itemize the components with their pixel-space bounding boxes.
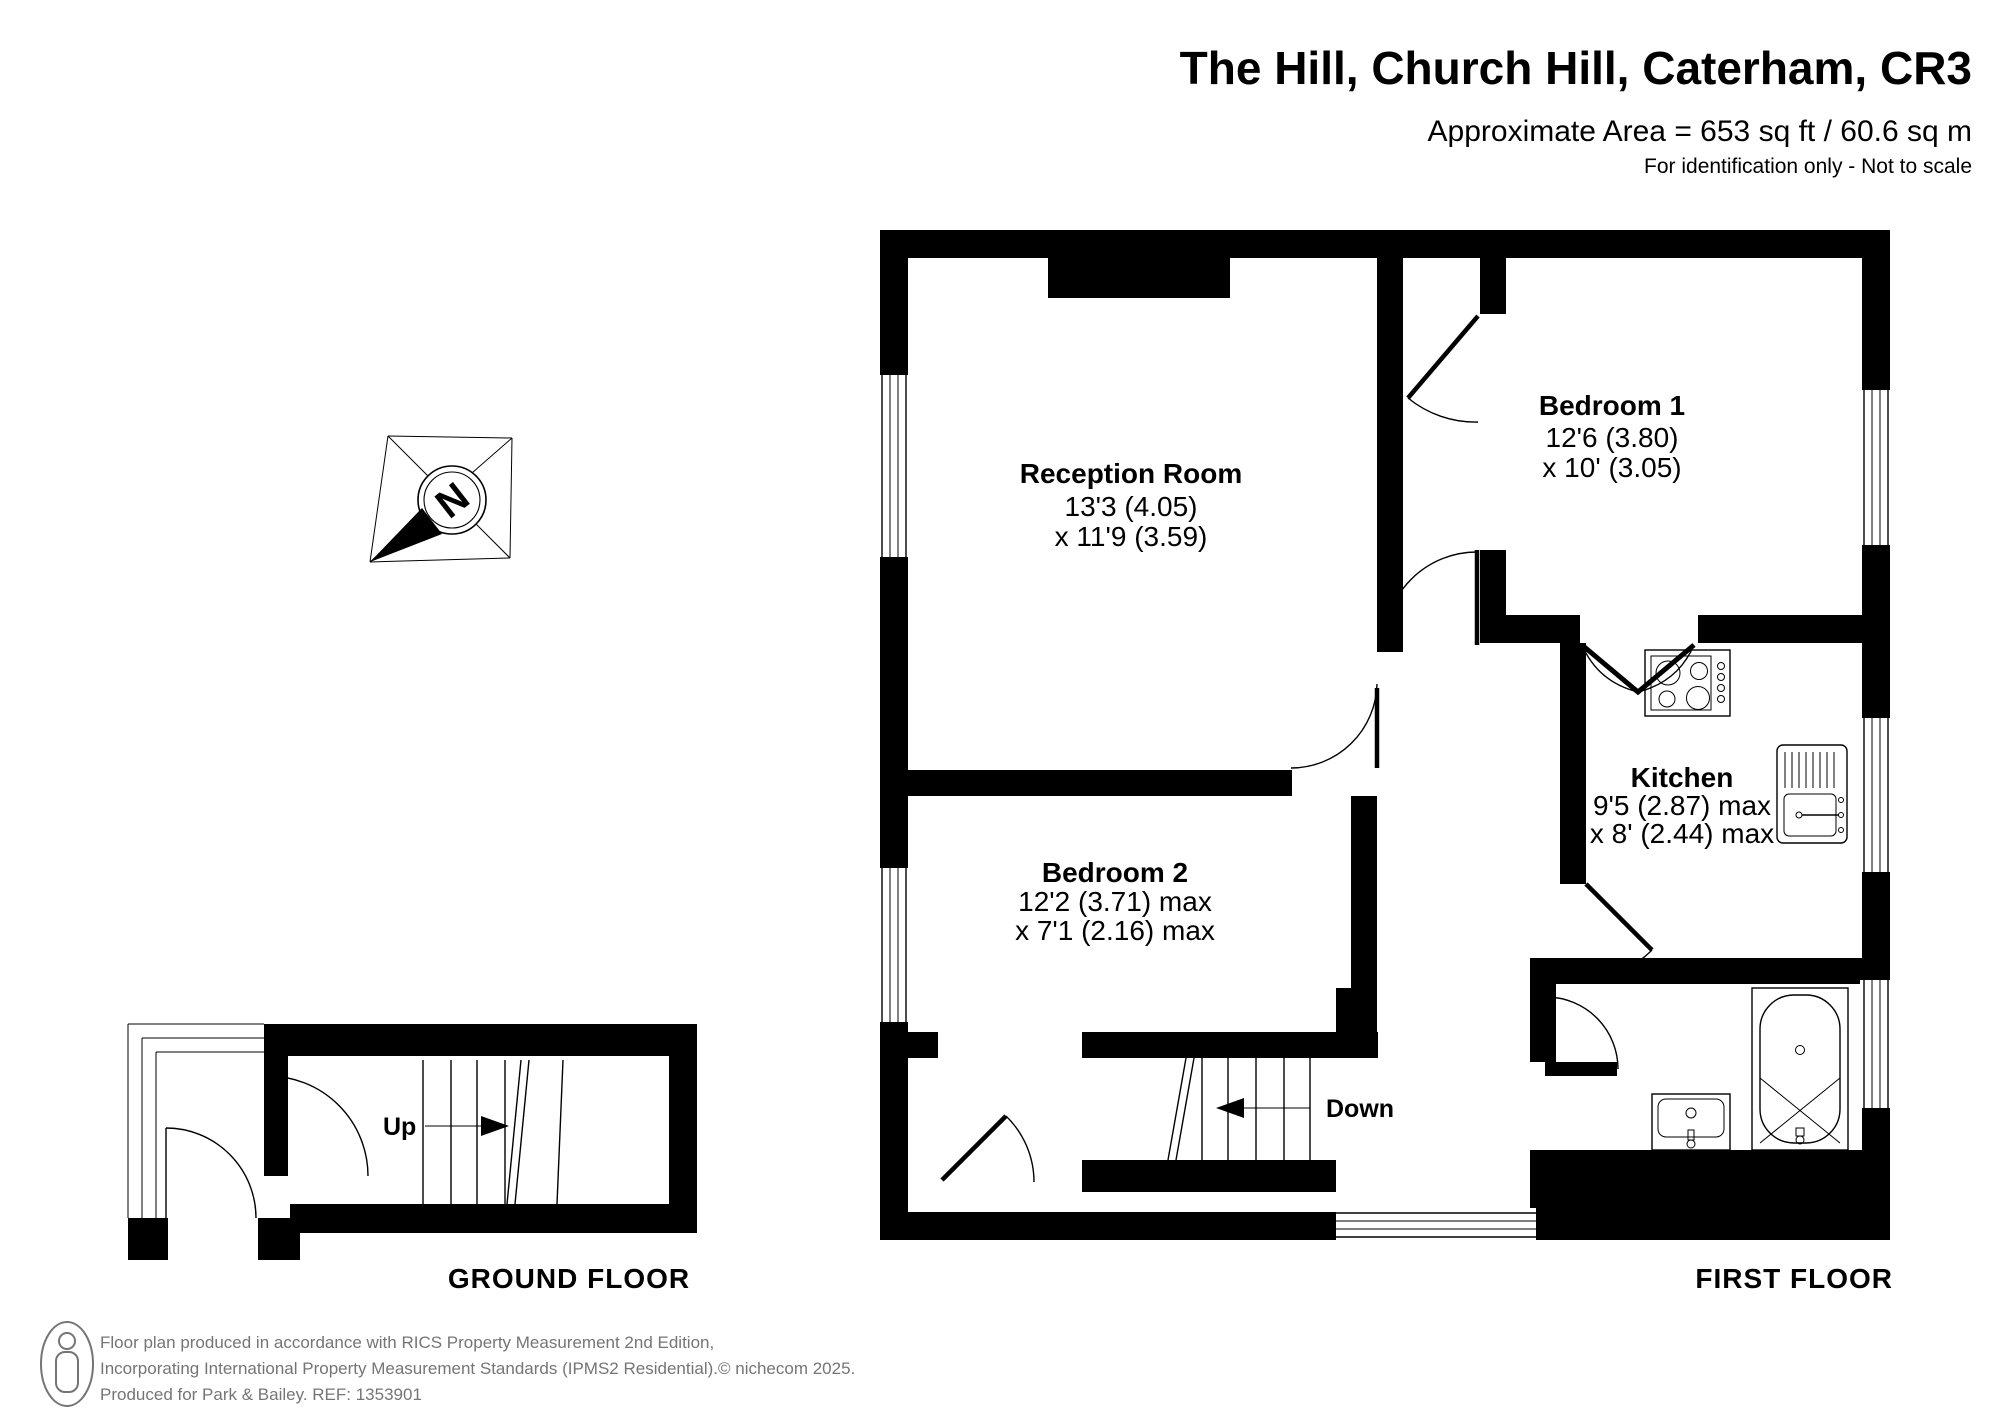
- wall-top: [880, 230, 1890, 258]
- footer-line2: Incorporating International Property Mea…: [100, 1359, 718, 1378]
- header-block: The Hill, Church Hill, Caterham, CR3 App…: [1180, 42, 1972, 178]
- door-bedroom1: [1406, 314, 1480, 423]
- door-kitchen-bifold: [1580, 643, 1696, 696]
- up-arrow: [481, 1116, 509, 1136]
- footer-copyright: © nichecom 2025.: [718, 1359, 855, 1378]
- wall-kitchen-bathroom: [1530, 958, 1862, 984]
- gf-door-entrance: [165, 1127, 257, 1219]
- kitchen-dim1: 9'5 (2.87) max: [1593, 790, 1771, 821]
- staircase-first-floor: Down: [1167, 1057, 1394, 1161]
- wall-bedroom1-stub-top: [1480, 258, 1506, 314]
- window-landing-bottom: [1336, 1208, 1536, 1244]
- window-bedroom1-right: [1860, 390, 1892, 545]
- bedroom1-dim1: 12'6 (3.80): [1546, 422, 1679, 453]
- footer-line1: Floor plan produced in accordance with R…: [100, 1333, 714, 1352]
- bedroom1-label: Bedroom 1 12'6 (3.80) x 10' (3.05): [1539, 390, 1685, 483]
- door-landing: [1383, 550, 1480, 646]
- bath-icon: [1751, 987, 1849, 1151]
- bedroom1-name: Bedroom 1: [1539, 390, 1685, 421]
- bedroom2-label: Bedroom 2 12'2 (3.71) max x 7'1 (2.16) m…: [1015, 857, 1215, 946]
- reception-room-label: Reception Room 13'3 (4.05) x 11'9 (3.59): [1020, 458, 1242, 552]
- down-arrow: [1216, 1098, 1244, 1118]
- wall-kitchen-left: [1560, 643, 1586, 884]
- kitchen-name: Kitchen: [1631, 762, 1734, 793]
- gf-wall-stub: [264, 1056, 288, 1176]
- wall-bedroom1-bottom-left: [1480, 615, 1580, 643]
- gf-door-inner: [267, 1075, 369, 1177]
- footer-line3: Produced for Park & Bailey. REF: 1353901: [100, 1385, 422, 1404]
- gf-wall-top: [264, 1024, 697, 1056]
- door-kitchen: [1584, 882, 1654, 979]
- approximate-area: Approximate Area = 653 sq ft / 60.6 sq m: [1428, 115, 1972, 148]
- wall-stair-band: [1082, 1160, 1336, 1192]
- sink-icon: [1776, 744, 1848, 844]
- chimney-breast: [1048, 258, 1230, 298]
- window-reception-left: [878, 375, 910, 557]
- window-bedroom2-left: [878, 868, 910, 1022]
- ground-floor-label: GROUND FLOOR: [448, 1263, 690, 1294]
- gf-post-left: [128, 1218, 168, 1260]
- down-label: Down: [1326, 1095, 1394, 1123]
- first-floor-plan: Down: [878, 230, 1893, 1294]
- first-floor-label: FIRST FLOOR: [1695, 1263, 1893, 1294]
- basin-icon: [1651, 1093, 1731, 1151]
- staircase-ground-floor: Up: [383, 1059, 564, 1205]
- footer-block: Floor plan produced in accordance with R…: [40, 1321, 855, 1407]
- gf-post-right: [258, 1218, 300, 1260]
- up-label: Up: [383, 1113, 416, 1141]
- bedroom2-dim1: 12'2 (3.71) max: [1018, 886, 1212, 917]
- door-bathroom: [1545, 996, 1619, 1076]
- ground-floor-plan: Up GROUND FLOOR: [127, 1023, 697, 1294]
- compass-rose: N: [369, 435, 513, 563]
- wall-reception-bedroom2: [908, 770, 1292, 796]
- wall-bathroom-left-upper: [1530, 984, 1556, 1062]
- reception-room-dim2: x 11'9 (3.59): [1055, 521, 1208, 552]
- reception-room-name: Reception Room: [1020, 458, 1242, 489]
- person-icon: [40, 1321, 94, 1407]
- page-title: The Hill, Church Hill, Caterham, CR3: [1180, 42, 1972, 94]
- hob-icon: [1644, 649, 1731, 717]
- wall-bedroom1-bottom-right: [1698, 615, 1862, 643]
- scale-note: For identification only - Not to scale: [1644, 155, 1972, 178]
- gf-wall-bottom: [290, 1204, 697, 1233]
- gf-wall-right: [669, 1024, 697, 1233]
- bedroom2-dim2: x 7'1 (2.16) max: [1015, 915, 1215, 946]
- north-arrow: [370, 508, 442, 562]
- window-bathroom-right: [1860, 980, 1892, 1108]
- wall-stair-top-left: [908, 1032, 938, 1058]
- bedroom1-dim2: x 10' (3.05): [1542, 452, 1681, 483]
- reception-room-dim1: 13'3 (4.05): [1065, 491, 1198, 522]
- door-reception: [1290, 683, 1380, 769]
- kitchen-dim2: x 8' (2.44) max: [1590, 818, 1774, 849]
- bedroom2-name: Bedroom 2: [1042, 857, 1188, 888]
- kitchen-label: Kitchen 9'5 (2.87) max x 8' (2.44) max: [1590, 762, 1774, 849]
- wall-stair-top-right: [1082, 1032, 1378, 1058]
- wall-bathroom-bottom: [1530, 1150, 1862, 1212]
- wall-reception-landing: [1377, 258, 1403, 652]
- door-bedroom2: [940, 1114, 1035, 1183]
- window-kitchen-right: [1860, 718, 1892, 872]
- gf-porch-glazing: [127, 1023, 264, 1218]
